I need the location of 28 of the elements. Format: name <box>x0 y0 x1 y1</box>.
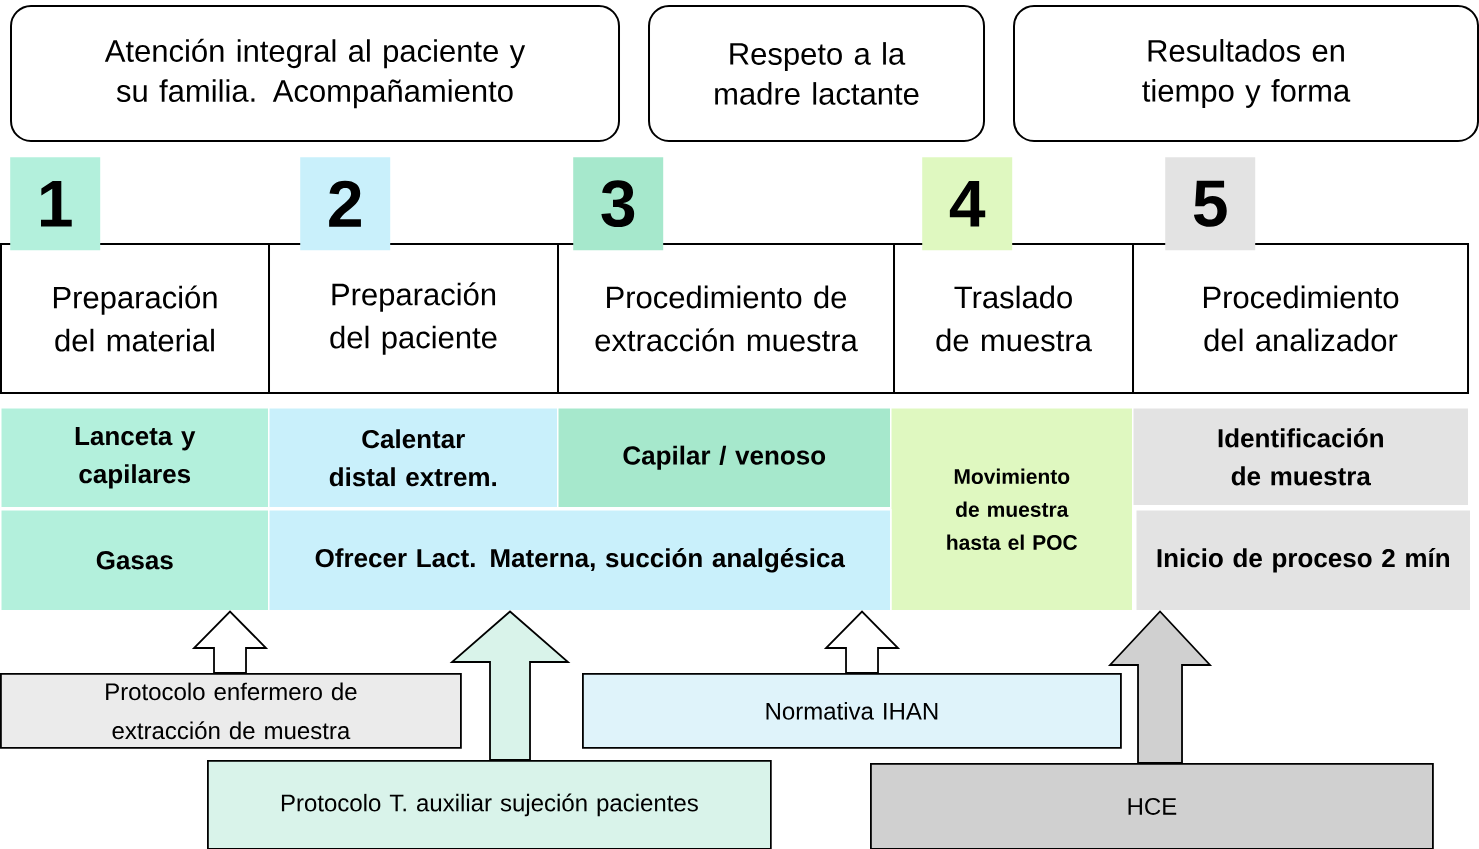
block-arrow <box>449 610 571 761</box>
colored-cell: Lanceta y capilares <box>0 407 270 509</box>
rounded-box: Resultados en tiempo y forma <box>1013 5 1479 142</box>
block-arrow <box>191 610 269 674</box>
protocol-box: HCE <box>870 763 1434 849</box>
colored-cell: Movimiento de muestra hasta el POC <box>890 407 1134 612</box>
protocol-box: Normativa IHAN <box>582 673 1122 749</box>
number-badge: 4 <box>922 157 1013 251</box>
block-arrow <box>823 610 901 674</box>
colored-cell: Capilar / venoso <box>557 407 892 509</box>
colored-cell: Identificación de muestra <box>1132 407 1470 507</box>
colored-cell: Inicio de proceso 2 mín <box>1135 509 1472 612</box>
number-badge: 1 <box>10 157 101 251</box>
number-badge: 2 <box>300 157 391 251</box>
colored-cell: Calentar distal extrem. <box>268 407 559 509</box>
step-cell: Procedimiento del analizador <box>1132 243 1469 394</box>
colored-cell: Gasas <box>0 509 270 612</box>
rounded-box: Atención integral al paciente y su familia. Acompañamiento <box>10 5 620 142</box>
step-cell: Procedimiento de extracción muestra <box>557 243 895 394</box>
protocol-box: Protocolo enfermero de extracción de muestra <box>0 673 462 749</box>
number-badge: 5 <box>1165 157 1256 251</box>
step-cell: Preparación del paciente <box>268 243 559 394</box>
step-cell: Preparación del material <box>0 243 270 394</box>
block-arrow <box>1107 610 1213 764</box>
rounded-box: Respeto a la madre lactante <box>648 5 985 142</box>
protocol-box: Protocolo T. auxiliar sujeción pacientes <box>207 760 772 849</box>
step-cell: Traslado de muestra <box>893 243 1134 394</box>
number-badge: 3 <box>573 157 664 251</box>
